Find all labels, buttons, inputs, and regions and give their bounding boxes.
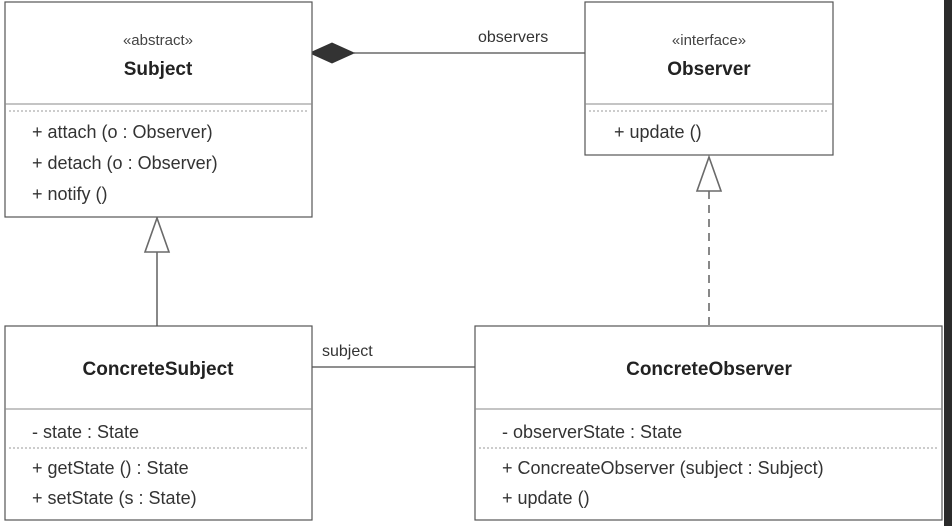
right-edge-bar	[944, 0, 952, 526]
realization-observer	[695, 154, 723, 326]
class-observer-box	[584, 1, 834, 156]
concrete-subject-class-name: ConcreteSubject	[83, 359, 235, 380]
concrete-observer-operation: + ConcreateObserver (subject : Subject)	[502, 458, 824, 478]
generalization-arrowhead	[143, 215, 171, 253]
realization-arrowhead	[695, 154, 723, 192]
class-subject: «abstract» Subject + attach (o : Observe…	[4, 1, 313, 218]
subject-class-name: Subject	[124, 59, 193, 80]
subject-operation: + notify ()	[32, 184, 108, 204]
class-subject-box	[4, 1, 313, 218]
class-observer: «interface» Observer + update ()	[584, 1, 834, 156]
concrete-subject-operation: + getState () : State	[32, 458, 189, 478]
concrete-observer-operation: + update ()	[502, 488, 590, 508]
concrete-observer-attribute: - observerState : State	[502, 422, 682, 442]
subject-operation: + detach (o : Observer)	[32, 153, 218, 173]
concrete-subject-operation: + setState (s : State)	[32, 488, 197, 508]
subject-role-label: subject	[322, 343, 373, 360]
concrete-subject-attribute: - state : State	[32, 422, 139, 442]
concrete-observer-class-name: ConcreteObserver	[626, 359, 792, 380]
observer-operation: + update ()	[614, 122, 702, 142]
observers-role-label: observers	[478, 29, 548, 46]
class-concrete-subject-box	[4, 325, 313, 521]
composition-observers: observers	[308, 29, 585, 64]
generalization-subject	[143, 215, 171, 326]
class-concrete-subject: ConcreteSubject - state : State + getSta…	[4, 325, 313, 521]
association-subject: subject	[312, 343, 475, 368]
composition-diamond	[308, 42, 356, 64]
observer-stereotype: «interface»	[672, 32, 746, 49]
subject-stereotype: «abstract»	[123, 32, 193, 49]
subject-operation: + attach (o : Observer)	[32, 122, 213, 142]
class-concrete-observer-box	[474, 325, 943, 521]
class-concrete-observer: ConcreteObserver - observerState : State…	[474, 325, 943, 521]
observer-class-name: Observer	[667, 59, 751, 80]
